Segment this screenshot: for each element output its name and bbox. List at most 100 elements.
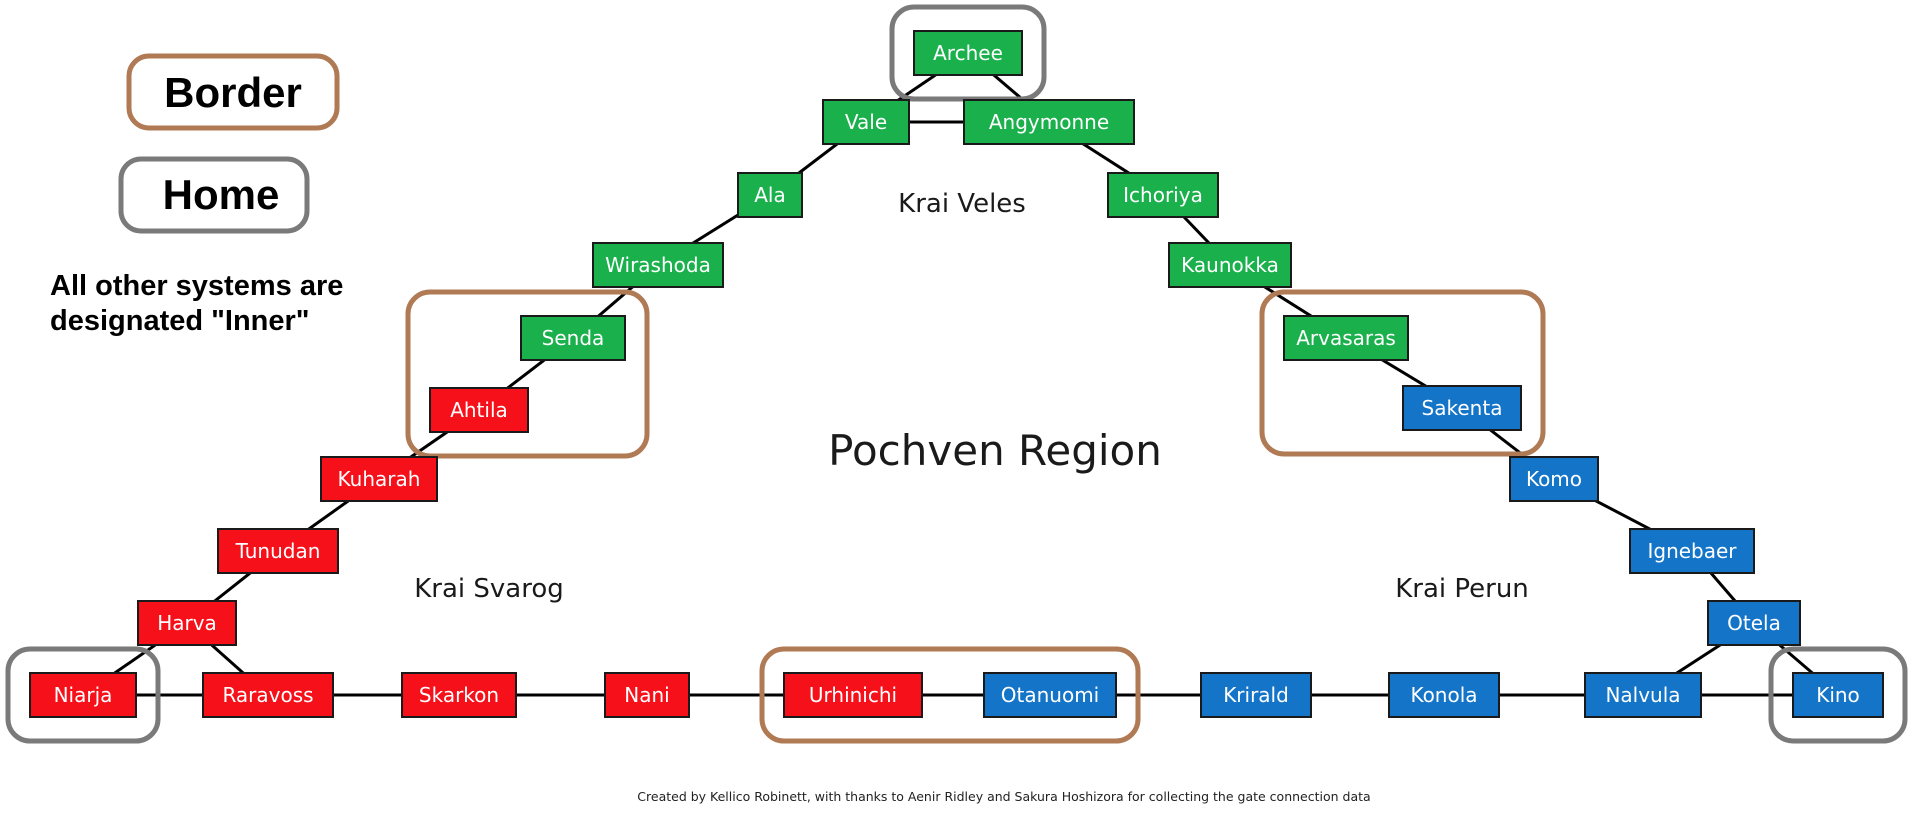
system-box <box>1707 600 1801 646</box>
krai-svarog-label: Krai Svarog <box>414 574 564 604</box>
system-label: Vale <box>845 110 887 134</box>
system-box <box>604 672 690 718</box>
system-label: Krirald <box>1223 683 1289 707</box>
system-node-urhinichi: Urhinichi <box>783 672 923 718</box>
border-outline-senda-ahtila <box>405 289 650 459</box>
krai-veles-label: Krai Veles <box>898 189 1026 219</box>
system-label: Raravoss <box>222 683 313 707</box>
system-box <box>1402 385 1522 431</box>
system-label: Archee <box>933 41 1003 65</box>
system-box <box>592 242 724 288</box>
system-box <box>1283 315 1409 361</box>
system-label: Tunudan <box>235 539 321 563</box>
legend-home-label: Home <box>163 171 280 218</box>
system-label: Senda <box>542 326 605 350</box>
system-label: Kaunokka <box>1181 253 1279 277</box>
system-node-komo: Komo <box>1509 456 1599 502</box>
legend-border-label: Border <box>164 69 302 116</box>
system-label: Urhinichi <box>809 683 897 707</box>
system-box <box>822 99 910 145</box>
system-node-konola: Konola <box>1388 672 1500 718</box>
system-box <box>217 528 339 574</box>
system-label: Kino <box>1816 683 1860 707</box>
credit-text: Created by Kellico Robinett, with thanks… <box>637 789 1370 804</box>
system-node-ignebaer: Ignebaer <box>1629 528 1755 574</box>
system-box <box>1792 672 1884 718</box>
system-label: Wirashoda <box>605 253 711 277</box>
system-box <box>1584 672 1702 718</box>
system-box <box>520 315 626 361</box>
system-label: Harva <box>157 611 217 635</box>
system-box <box>737 172 803 218</box>
legend-note-line1: All other systems are <box>50 270 343 302</box>
system-box <box>29 672 137 718</box>
system-label: Arvasaras <box>1296 326 1396 350</box>
system-box <box>783 672 923 718</box>
system-node-krirald: Krirald <box>1200 672 1312 718</box>
system-box <box>1168 242 1292 288</box>
system-label: Komo <box>1526 467 1582 491</box>
system-node-nalvula: Nalvula <box>1584 672 1702 718</box>
system-node-vale: Vale <box>822 99 910 145</box>
system-node-raravoss: Raravoss <box>202 672 334 718</box>
system-label: Ignebaer <box>1647 539 1737 563</box>
system-label: Niarja <box>54 683 113 707</box>
system-label: Otela <box>1727 611 1781 635</box>
system-box <box>1107 172 1219 218</box>
system-node-ahtila: Ahtila <box>429 387 529 433</box>
home-outline-kino <box>1768 646 1908 744</box>
system-node-angymonne: Angymonne <box>963 99 1135 145</box>
system-box <box>320 456 438 502</box>
system-label: Ahtila <box>450 398 508 422</box>
system-box <box>913 30 1023 76</box>
legend-note-line2: designated "Inner" <box>50 305 310 337</box>
system-node-archee: Archee <box>913 30 1023 76</box>
system-node-skarkon: Skarkon <box>401 672 517 718</box>
legend-home-swatch <box>118 156 310 234</box>
system-label: Otanuomi <box>1001 683 1099 707</box>
system-box <box>401 672 517 718</box>
region-title: Pochven Region <box>828 426 1162 475</box>
system-node-tunudan: Tunudan <box>217 528 339 574</box>
system-label: Nalvula <box>1605 683 1680 707</box>
system-node-otela: Otela <box>1707 600 1801 646</box>
system-box <box>1200 672 1312 718</box>
system-node-senda: Senda <box>520 315 626 361</box>
system-node-harva: Harva <box>137 600 237 646</box>
system-label: Skarkon <box>419 683 499 707</box>
system-label: Angymonne <box>989 110 1109 134</box>
system-label: Kuharah <box>338 467 421 491</box>
system-box <box>1629 528 1755 574</box>
system-node-kino: Kino <box>1792 672 1884 718</box>
system-label: Ala <box>754 183 786 207</box>
system-label: Ichoriya <box>1123 183 1203 207</box>
group-outlines <box>5 4 1908 744</box>
system-node-kaunokka: Kaunokka <box>1168 242 1292 288</box>
gate-connections <box>82 51 1839 697</box>
system-node-arvasaras: Arvasaras <box>1283 315 1409 361</box>
system-node-ichoriya: Ichoriya <box>1107 172 1219 218</box>
system-node-ala: Ala <box>737 172 803 218</box>
home-outline-niarja <box>5 646 161 744</box>
system-node-wirashoda: Wirashoda <box>592 242 724 288</box>
system-node-kuharah: Kuharah <box>320 456 438 502</box>
system-box <box>963 99 1135 145</box>
system-label: Nani <box>624 683 669 707</box>
krai-perun-label: Krai Perun <box>1395 574 1529 604</box>
system-node-nani: Nani <box>604 672 690 718</box>
border-outline-arvasaras-sakenta <box>1259 289 1546 457</box>
system-node-otanuomi: Otanuomi <box>983 672 1117 718</box>
system-label: Konola <box>1410 683 1477 707</box>
system-node-niarja: Niarja <box>29 672 137 718</box>
system-label: Sakenta <box>1422 396 1503 420</box>
system-box <box>983 672 1117 718</box>
system-box <box>137 600 237 646</box>
system-box <box>1509 456 1599 502</box>
system-node-sakenta: Sakenta <box>1402 385 1522 431</box>
system-box <box>429 387 529 433</box>
system-box <box>202 672 334 718</box>
border-outline-urhinichi-otanuomi <box>759 646 1141 744</box>
legend-border-swatch <box>126 53 340 131</box>
